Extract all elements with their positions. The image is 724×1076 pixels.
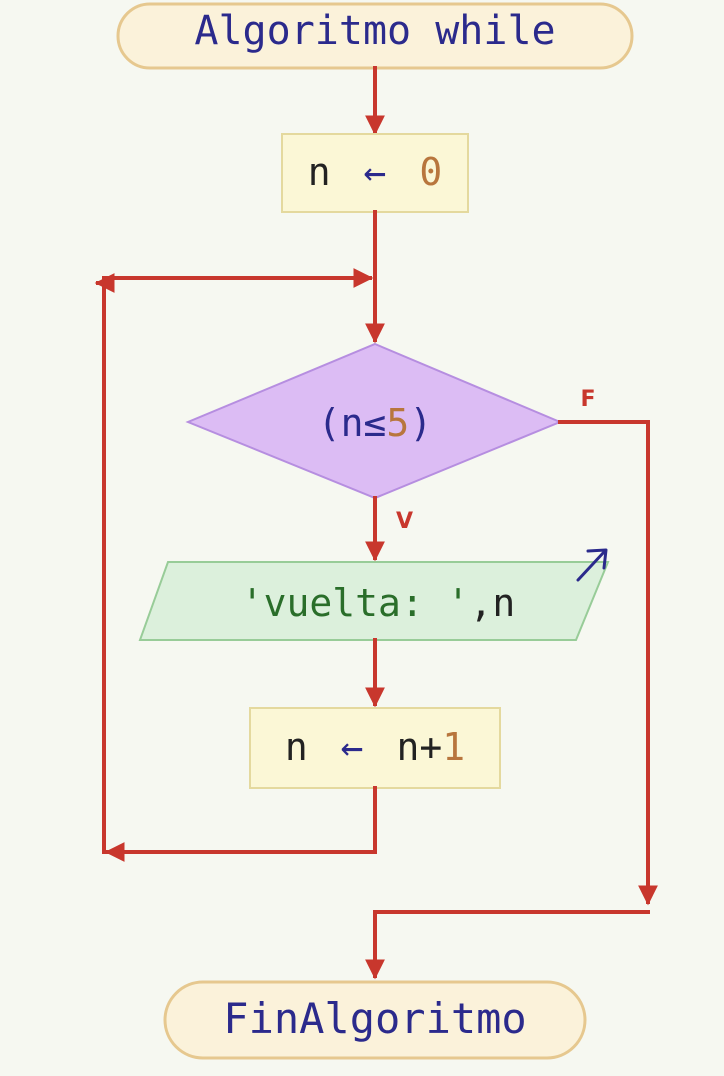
output-arrow-icon [576,548,608,582]
increment-expr: n+ [396,725,442,769]
svg-text:n ← 0: n ← 0 [308,150,442,194]
increment-value: 1 [442,725,465,769]
start-terminator: Algoritmo while [116,2,634,70]
svg-text:n ← n+1: n ← n+1 [285,725,465,769]
condition-text: (n≤ [318,401,387,445]
increment-arrow-symbol: ← [341,725,364,769]
init-var: n [308,150,331,194]
init-assignment-box: n ← 0 [281,133,469,213]
end-label: FinAlgoritmo [223,994,526,1043]
output-separator: , [470,581,493,625]
increment-var: n [285,725,308,769]
arrow-false-branch [558,420,658,906]
svg-text:'vuelta: ',n: 'vuelta: ',n [241,581,516,625]
output-var: n [492,581,515,625]
false-branch-label: F [580,387,595,412]
condition-value: 5 [386,401,409,445]
condition-decision: (n≤5) [185,342,563,500]
svg-text:(n≤5): (n≤5) [318,401,432,445]
condition-close: ) [409,401,432,445]
arrow-to-end [365,910,650,980]
true-branch-label: V [396,509,413,534]
end-terminator: FinAlgoritmo [163,980,587,1060]
output-string: 'vuelta: ' [241,581,470,625]
init-arrow-symbol: ← [364,150,387,194]
start-label: Algoritmo while [194,8,555,54]
init-value: 0 [419,150,442,194]
arrow-loop-return-bottom [104,786,377,862]
output-parallelogram: 'vuelta: ',n [138,548,610,641]
increment-assignment-box: n ← n+1 [249,707,501,789]
